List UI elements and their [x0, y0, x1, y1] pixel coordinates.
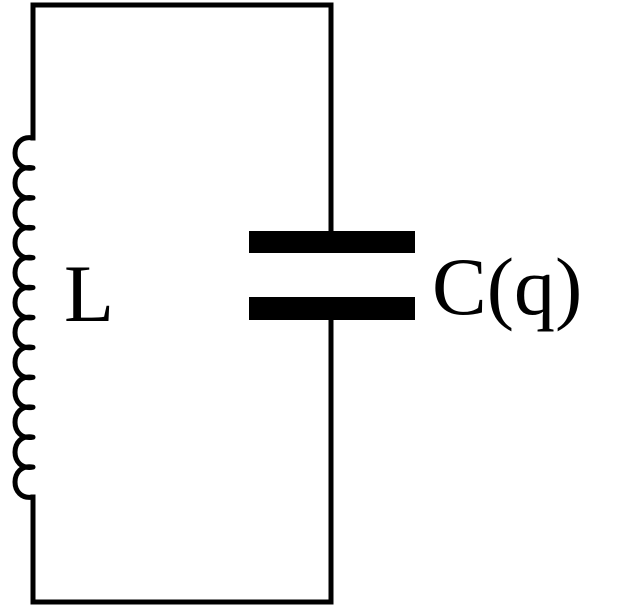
inductor-coil-icon — [12, 135, 36, 500]
inductor-label: L — [64, 248, 114, 339]
capacitor-plate-bottom — [249, 297, 415, 320]
wire-bottom — [30, 317, 334, 605]
capacitor-label: C(q) — [432, 241, 582, 332]
wire-top-left — [30, 2, 334, 234]
capacitor-plate-top — [249, 231, 415, 253]
